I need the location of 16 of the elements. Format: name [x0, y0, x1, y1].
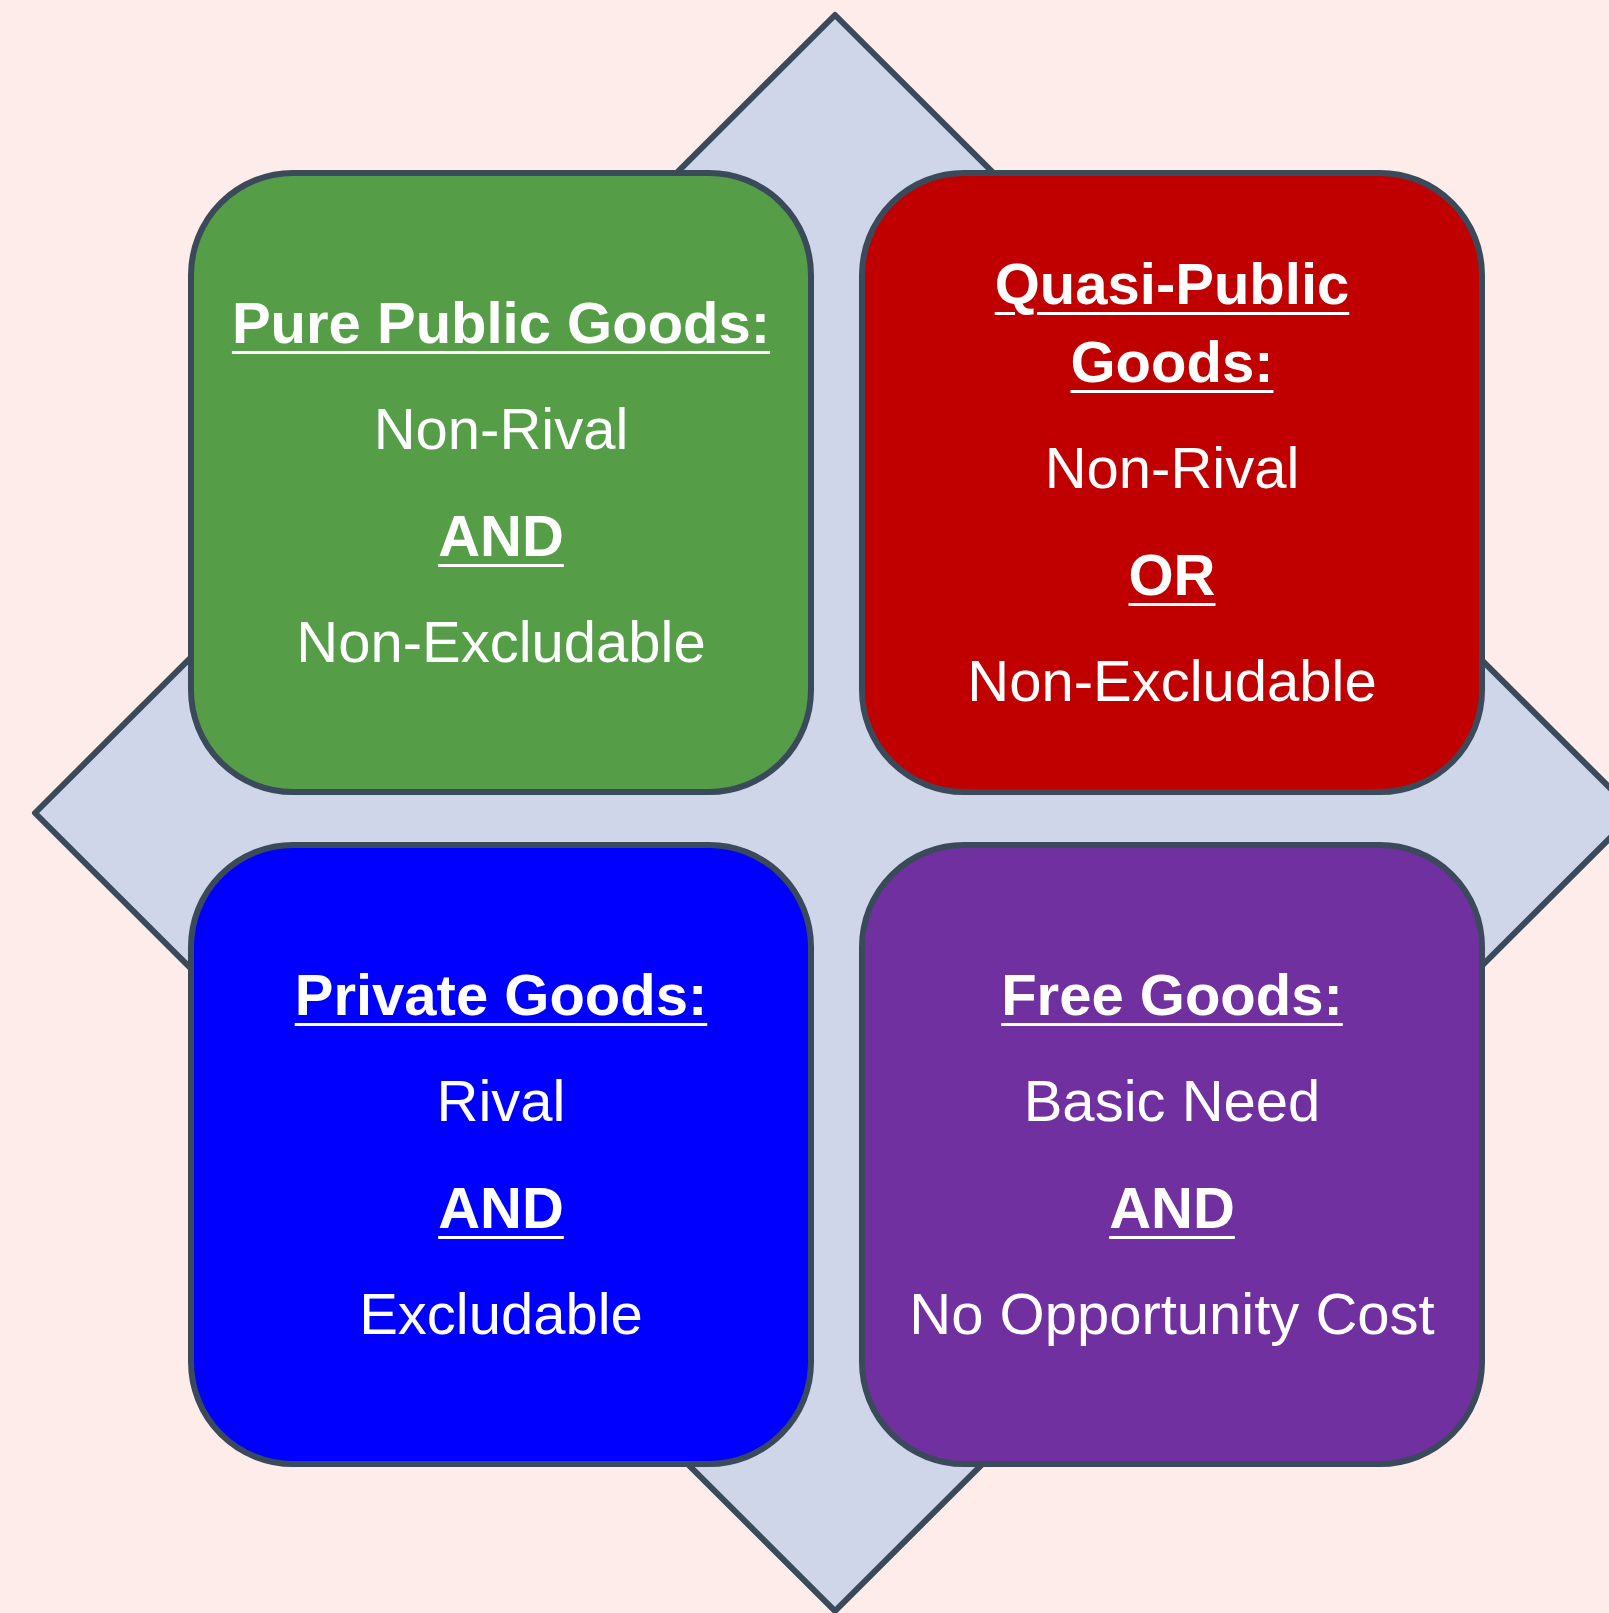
card-heading: Private Goods: [294, 960, 708, 1029]
card-text: Non-Rival [1044, 434, 1300, 503]
card-text: Non-Excludable [967, 646, 1377, 715]
card-heading: Pure Public Goods: [231, 288, 771, 357]
card-text: Non-Excludable [296, 607, 706, 676]
card-text: Non-Rival [373, 395, 629, 464]
card-text: Rival [436, 1067, 566, 1136]
card-text: Excludable [359, 1279, 643, 1348]
conjunction-label: AND [438, 1173, 564, 1242]
card-heading: Free Goods: [1001, 960, 1343, 1029]
card-text: No Opportunity Cost [909, 1279, 1435, 1348]
conjunction-label: AND [438, 501, 564, 570]
conjunction-label: OR [1128, 540, 1216, 609]
conjunction-label: AND [1109, 1173, 1235, 1242]
card-heading: Quasi-Public Goods: [993, 249, 1351, 397]
card-text: Basic Need [1023, 1067, 1321, 1136]
